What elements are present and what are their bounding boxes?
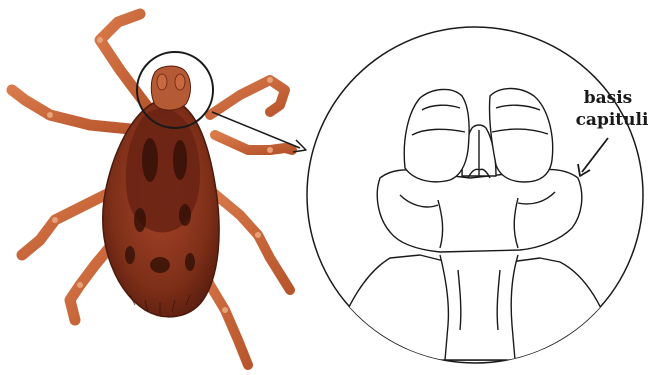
hypostome-base xyxy=(440,255,518,360)
label-line-2: capituli xyxy=(576,110,649,130)
tick-capitulum xyxy=(151,66,190,110)
tick-leg xyxy=(210,190,290,290)
tick-leg xyxy=(100,14,150,110)
tick-leg xyxy=(215,135,292,150)
tick-photo xyxy=(12,14,292,365)
zoomed-illustration xyxy=(307,27,643,363)
basis-capituli-plate xyxy=(377,170,582,252)
label-line-1: basis xyxy=(584,88,633,108)
tick-leg xyxy=(210,80,285,115)
tick-leg xyxy=(12,90,140,130)
